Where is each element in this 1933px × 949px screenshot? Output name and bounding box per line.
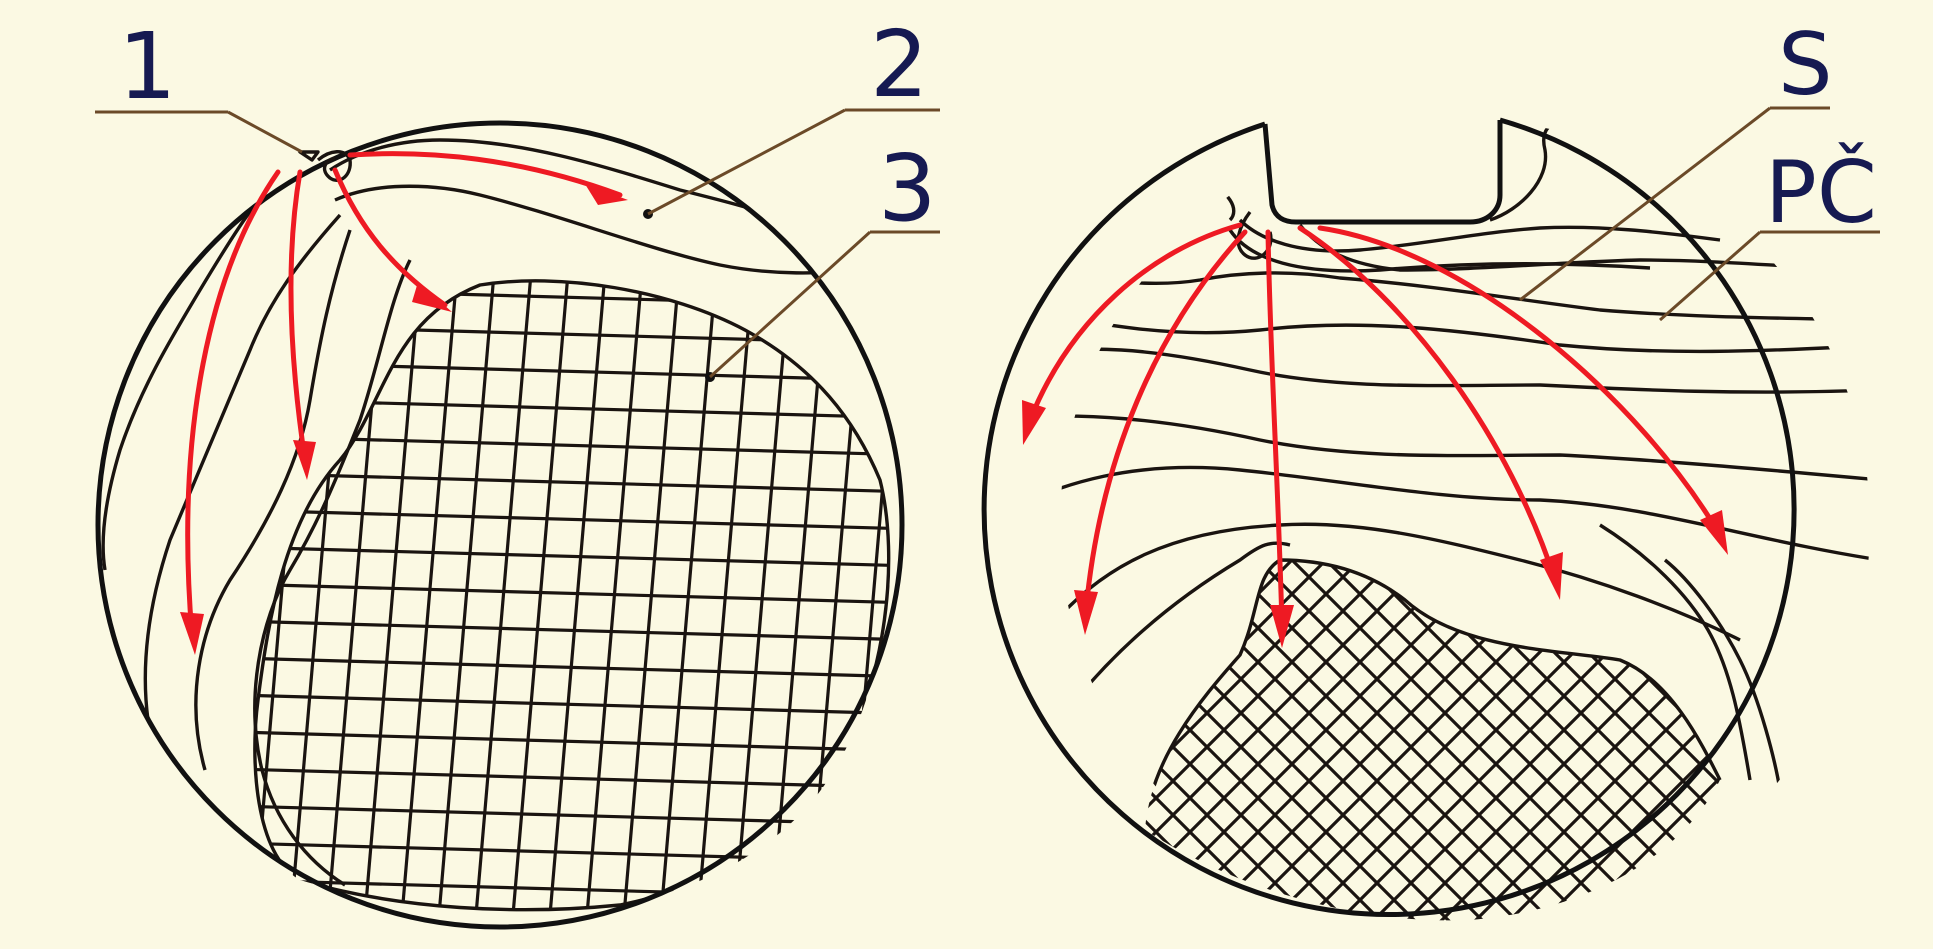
hatch-line: [1796, 520, 1933, 940]
hatch-line: [1728, 520, 1933, 940]
hatch-line: [436, 520, 856, 940]
hatch-line: [214, 250, 274, 945]
hatch-line: [572, 520, 992, 940]
hatch-line: [1830, 520, 1933, 940]
left-labels: 1 2 3: [95, 11, 940, 377]
hatch-line: [640, 520, 1060, 940]
hatch-line: [436, 520, 856, 940]
hatch-line: [572, 520, 992, 940]
label-3-leader: [710, 232, 870, 377]
label-pc-leader: [1660, 232, 1760, 320]
left-notch-marker: [300, 152, 318, 160]
hatch-line: [200, 472, 950, 493]
right-arrow-2-head: [1074, 590, 1098, 635]
hatch-line: [200, 546, 950, 567]
label-pc: PČ: [1765, 142, 1877, 243]
hatch-line: [1422, 520, 1842, 940]
hatch-line: [547, 250, 607, 945]
left-arrow-4: [188, 172, 278, 635]
hatch-line: [538, 520, 958, 940]
left-arrow-2-head: [412, 282, 452, 312]
hatch-line: [1864, 520, 1933, 940]
hatch-line: [538, 520, 958, 940]
label-1: 1: [118, 13, 177, 120]
hatch-line: [708, 520, 1128, 940]
label-2: 2: [870, 11, 929, 118]
hatch-line: [200, 694, 950, 715]
hatch-line: [674, 520, 1094, 940]
hatch-line: [399, 250, 459, 945]
hatch-line: [1660, 520, 1933, 940]
hatch-line: [1592, 520, 1933, 940]
label-3: 3: [878, 135, 937, 242]
left-arrow-2: [335, 170, 445, 305]
hatch-line: [362, 250, 422, 945]
hatch-line: [470, 520, 890, 940]
hatch-line: [1898, 520, 1933, 940]
right-labels: S PČ: [1520, 15, 1880, 320]
right-flow-arrows: [1022, 225, 1728, 648]
hatch-line: [1796, 520, 1933, 940]
hatch-line: [1660, 520, 1933, 940]
hatch-line: [844, 520, 1264, 940]
right-arrow-4: [1300, 228, 1555, 580]
hatch-line: [436, 250, 496, 945]
label-s-leader: [1520, 108, 1770, 300]
hatch-line: [510, 250, 570, 945]
hatch-line: [300, 520, 720, 940]
left-arrow-3: [291, 172, 305, 460]
hatch-line: [402, 520, 822, 940]
right-slot: [1265, 120, 1500, 222]
right-arrow-5-head: [1700, 510, 1728, 555]
left-arrow-3-head: [293, 440, 316, 480]
hatch-line: [200, 324, 950, 345]
hatch-line: [1558, 520, 1933, 940]
hatch-line: [1728, 520, 1933, 940]
hatch-line: [806, 250, 866, 945]
hatch-line: [606, 520, 1026, 940]
hatch-line: [402, 520, 822, 940]
hatch-line: [584, 250, 644, 945]
hatch-line: [674, 520, 1094, 940]
hatch-line: [606, 520, 1026, 940]
hatch-line: [640, 520, 1060, 940]
left-arrow-4-head: [180, 612, 204, 655]
hatch-line: [1898, 520, 1933, 940]
label-s: S: [1778, 15, 1833, 115]
hatch-line: [300, 520, 720, 940]
left-hatched-core: [140, 250, 950, 945]
right-arrow-1: [1030, 225, 1240, 420]
hatch-line: [1864, 520, 1933, 940]
hatch-line: [470, 520, 890, 940]
right-arrow-1-head: [1022, 400, 1046, 445]
hatch-line: [880, 250, 940, 945]
hatch-line: [769, 250, 829, 945]
hatch-line: [708, 520, 1128, 940]
hatch-line: [844, 520, 1264, 940]
hatch-line: [1592, 520, 1933, 940]
hatch-line: [200, 768, 950, 789]
hatch-line: [1456, 520, 1876, 940]
hatch-line: [1830, 520, 1933, 940]
hatch-line: [251, 250, 311, 945]
hatch-line: [200, 805, 950, 826]
hatch-line: [325, 250, 385, 945]
hatch-line: [473, 250, 533, 945]
right-arrow-2: [1086, 232, 1245, 610]
right-arrow-4-head: [1540, 552, 1563, 600]
left-diagram: [98, 105, 950, 945]
hatch-line: [1558, 520, 1933, 940]
label-1-leader: [228, 112, 302, 152]
right-arrow-3: [1268, 232, 1282, 625]
hatch-line: [1320, 520, 1740, 940]
